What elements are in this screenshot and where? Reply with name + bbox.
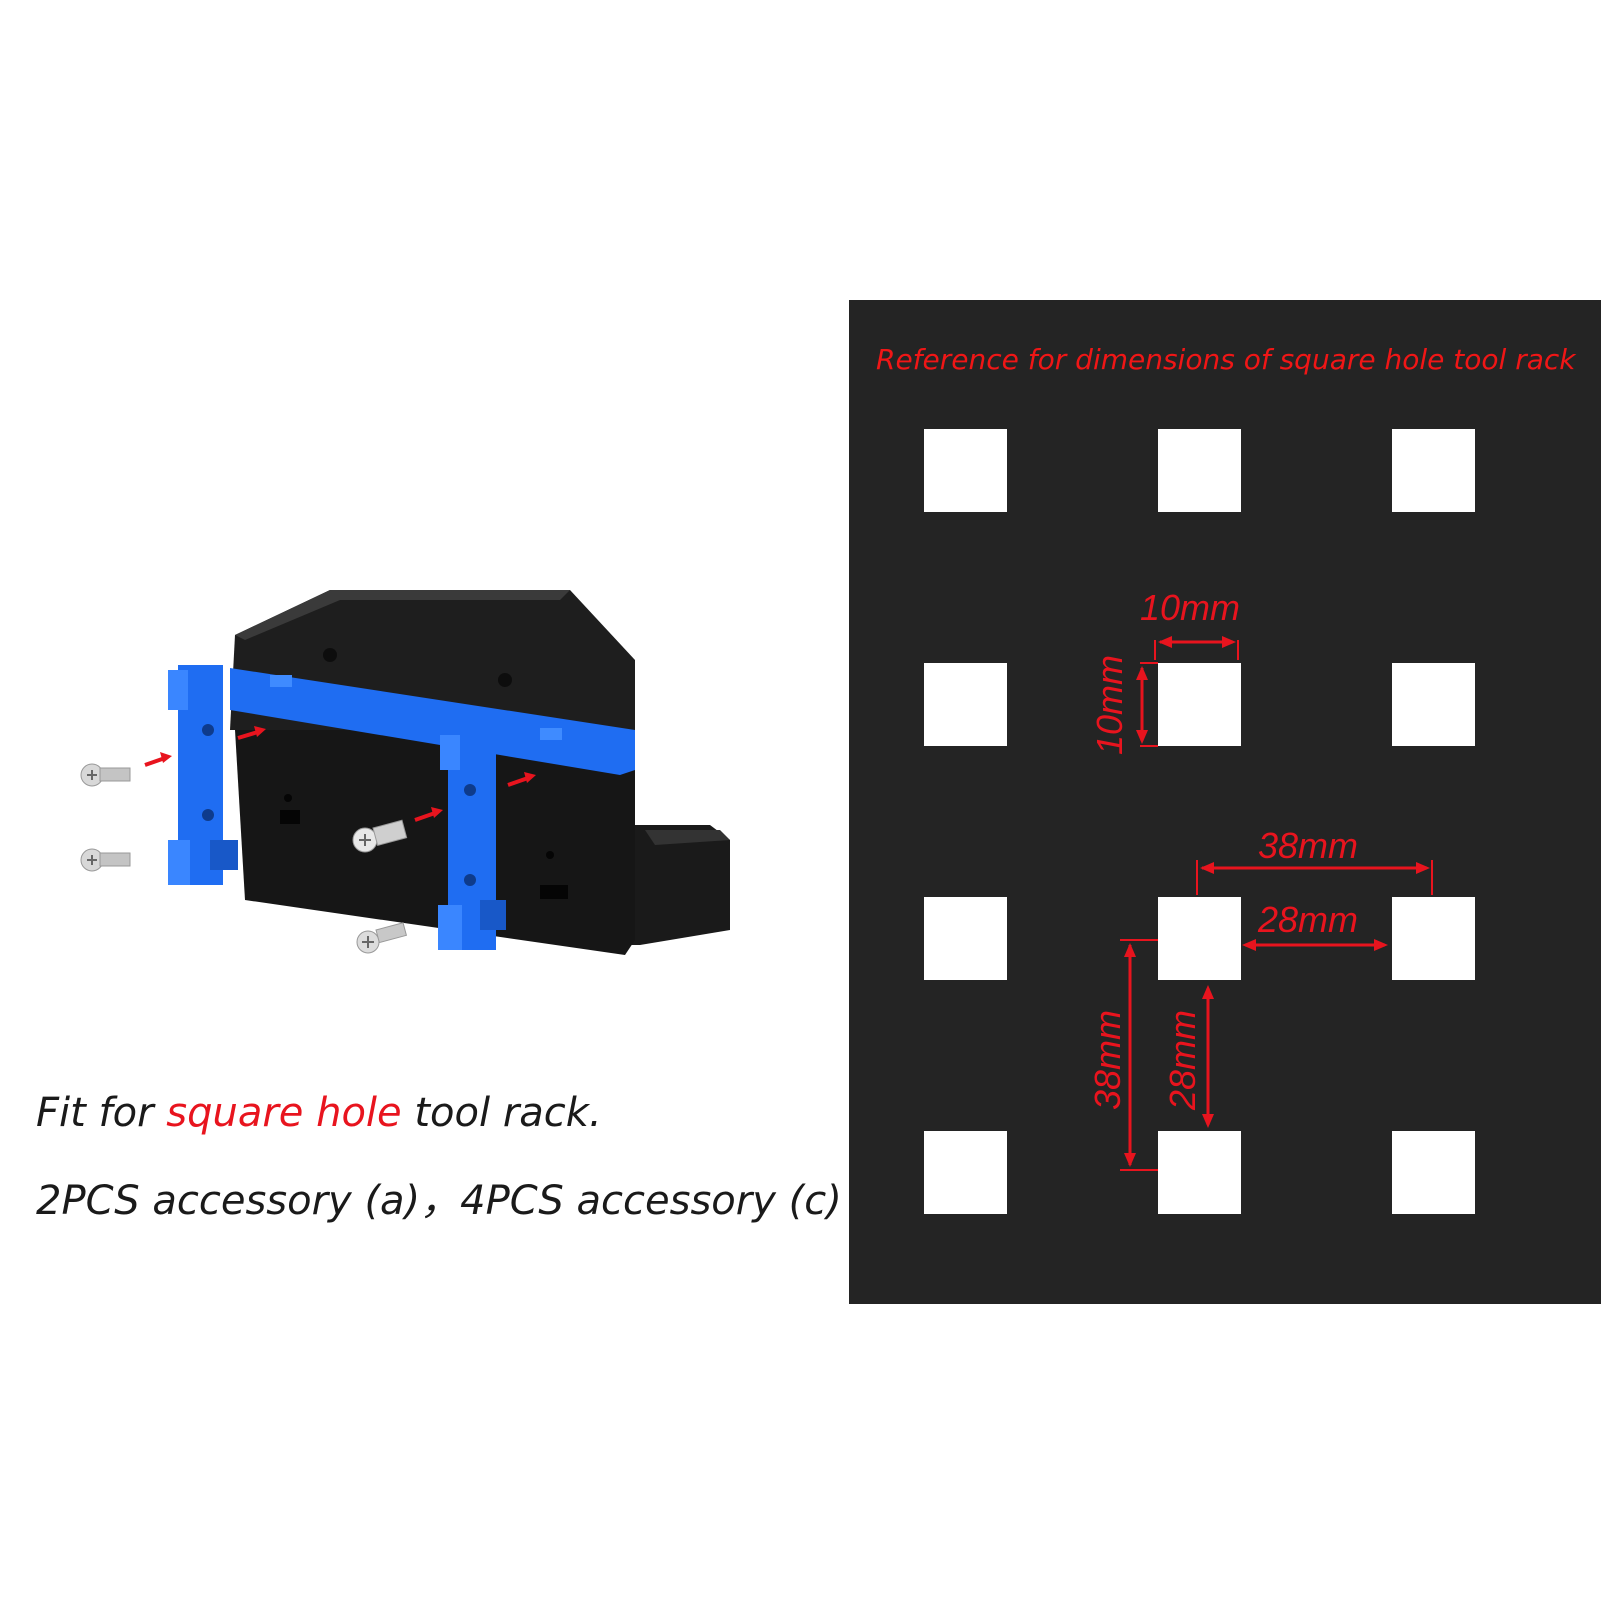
accessory-bracket-right	[438, 730, 506, 950]
caption-accessories: 2PCS accessory (a)，4PCS accessory (c)	[36, 1178, 842, 1224]
arrow-icon	[237, 726, 266, 740]
tool-holder-body	[230, 590, 635, 955]
caption-text: Fit for	[36, 1090, 167, 1136]
accessory-bracket-left	[168, 665, 238, 885]
caption-fit-for: Fit for square hole tool rack.	[36, 1090, 602, 1136]
screw-icon	[356, 922, 408, 954]
arrow-icon	[414, 807, 443, 822]
board-title: Reference for dimensions of square hole …	[876, 343, 1576, 376]
square-hole-board	[849, 300, 1601, 1304]
caption-text: tool rack.	[401, 1090, 602, 1136]
screw-icon	[352, 819, 408, 853]
screw-icon	[80, 763, 131, 787]
screw-icon	[80, 848, 131, 872]
tool-holder-illustration	[80, 590, 730, 955]
caption-highlight: square hole	[166, 1090, 402, 1136]
tool-holder-foot	[630, 825, 730, 945]
arrow-icon	[144, 752, 172, 767]
arrow-icon	[507, 772, 536, 787]
blue-band	[230, 668, 635, 775]
